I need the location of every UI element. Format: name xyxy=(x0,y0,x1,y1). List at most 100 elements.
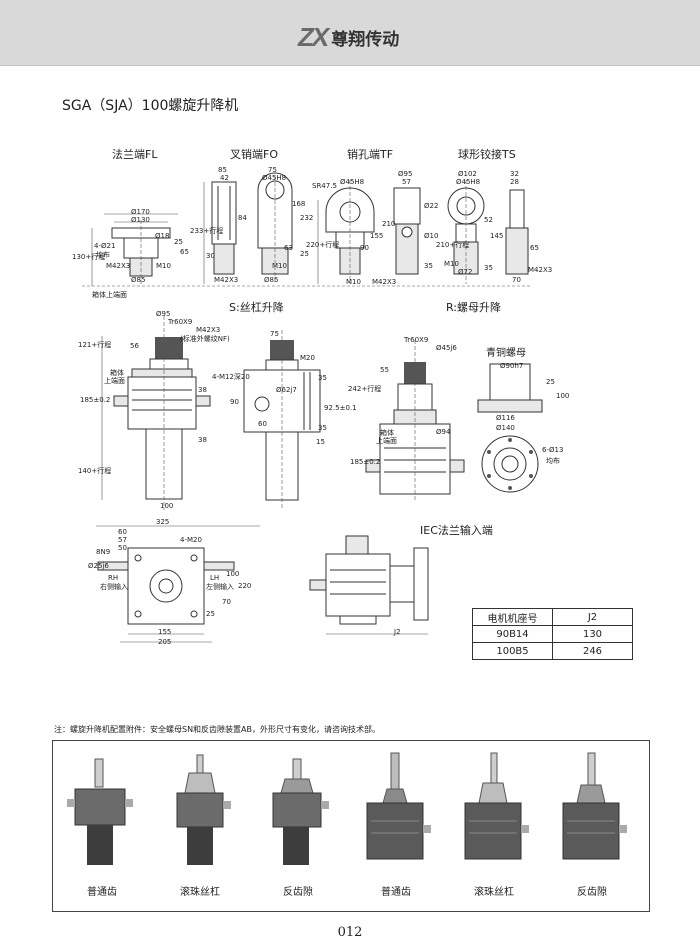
table-header-cell: 电机机座号 xyxy=(472,608,553,626)
dim-b-16: 155 xyxy=(158,628,172,636)
dim-fo-1: 85 xyxy=(218,166,227,174)
dim-ts-8: 210+行程 xyxy=(436,241,470,249)
dim-s-14: 4-M12深20 xyxy=(212,373,250,381)
dim-b-9: 4-M20 xyxy=(180,536,202,544)
dim-r-1: Tr60X9 xyxy=(404,336,429,344)
product-item: 滚珠丝杠 xyxy=(151,741,249,911)
dim-fl-4: 4-Ø21 xyxy=(94,242,116,250)
dim-s-2: Tr60X9 xyxy=(168,318,193,326)
dim-r-15: 均布 xyxy=(546,457,560,465)
table-row: 100B5 246 xyxy=(472,642,633,660)
dim-r-12: Ø116 xyxy=(496,414,515,422)
dim-tf-3: Ø45H8 xyxy=(340,178,365,186)
section-label-fl: 法兰端FL xyxy=(112,148,158,161)
dim-iec-j2: J2 xyxy=(394,628,401,636)
dim-tf-6: 155 xyxy=(370,232,384,240)
dim-s-3: M42X3 xyxy=(196,326,221,334)
drawing-bronze-nut xyxy=(477,363,543,493)
dim-r-11: 100 xyxy=(556,392,570,400)
dim-b-3: 57 xyxy=(118,536,127,544)
dim-fo-12: 232 xyxy=(300,214,314,222)
dim-ts-5: 52 xyxy=(484,216,493,224)
dim-tf-10: M42X3 xyxy=(372,278,397,286)
dim-s-17: Ø62j7 xyxy=(276,386,297,394)
dim-s-16: M20 xyxy=(300,354,315,362)
product-photo xyxy=(67,758,133,865)
dim-s-10: 140+行程 xyxy=(78,467,112,475)
product-caption: 反齿隙 xyxy=(577,887,607,898)
page-header: ZX 尊翔传动 xyxy=(0,0,700,66)
dim-fl-6: M42X3 xyxy=(106,262,131,270)
dim-s-19: 60 xyxy=(258,420,267,428)
dim-ts-3: 32 xyxy=(510,170,519,178)
product-item: 滚珠丝杠 xyxy=(445,741,543,911)
dim-fl-3: Ø85 xyxy=(131,276,146,284)
dim-b-2: 60 xyxy=(118,528,127,536)
dim-r-9: Ø90h7 xyxy=(500,362,524,370)
dim-fo-10: Ø85 xyxy=(264,276,279,284)
dim-s-18: 90 xyxy=(230,398,239,406)
dim-r-14: 6-Ø13 xyxy=(542,446,564,454)
dim-s-8: 上端面 xyxy=(104,377,125,385)
dim-tf-12: Ø10 xyxy=(424,232,439,240)
dim-r-7: Ø94 xyxy=(436,428,451,436)
dim-ts-6: 145 xyxy=(490,232,504,240)
dim-tf-7: 90 xyxy=(360,244,369,252)
dim-s-7: 箱体 xyxy=(110,369,124,377)
dim-s-6: 121+行程 xyxy=(78,341,112,349)
dim-fo-13: 63 xyxy=(284,244,293,252)
dim-tf-13: Ø22 xyxy=(424,202,439,210)
dim-fl-2: Ø130 xyxy=(131,216,150,224)
drawing-r-front xyxy=(365,340,465,500)
dim-b-1: 325 xyxy=(156,518,170,526)
table-cell: 130 xyxy=(552,625,633,643)
dim-b-14: 25 xyxy=(206,610,215,618)
dim-b-17: 205 xyxy=(158,638,172,646)
dim-s-5: 56 xyxy=(130,342,139,350)
dim-r-5: 箱体 xyxy=(380,429,394,437)
dim-fo-9: M10 xyxy=(272,262,287,270)
dim-s-22: 92.5±0.1 xyxy=(324,404,357,412)
drawing-s-front xyxy=(101,316,211,510)
drawing-fl xyxy=(91,213,178,286)
dim-s-13: 100 xyxy=(160,502,174,510)
dim-s-11: 38 xyxy=(198,386,207,394)
product-caption: 普通齿 xyxy=(381,887,411,898)
product-item: 反齿隙 xyxy=(543,741,641,911)
dim-ts-13: 35 xyxy=(484,264,493,272)
dim-fl-1: Ø170 xyxy=(131,208,150,216)
product-photo xyxy=(562,752,627,860)
dim-ts-11: M42X3 xyxy=(528,266,553,274)
dim-s-21: 35 xyxy=(318,424,327,432)
dim-fo-2: 42 xyxy=(220,174,229,182)
section-label-fo: 叉销端FO xyxy=(230,148,278,161)
drawing-s-side xyxy=(243,330,321,508)
dim-fo-14: 25 xyxy=(300,250,309,258)
dim-b-6: Ø25j6 xyxy=(88,562,109,570)
motor-frame-table: 电机机座号 J2 90B14 130 100B5 246 xyxy=(472,608,633,660)
dim-ts-4: 28 xyxy=(510,178,519,186)
dim-tf-5: 210 xyxy=(382,220,396,228)
drawing-bottom-view xyxy=(96,525,260,643)
product-photo xyxy=(272,758,329,865)
dim-b-15: 70 xyxy=(222,598,231,606)
dim-fl-12: 箱体上端面 xyxy=(92,291,127,299)
dim-fl-7: M10 xyxy=(156,262,171,270)
table-cell: 100B5 xyxy=(472,642,553,660)
dim-ts-2: Ø45H8 xyxy=(456,178,481,186)
dim-fl-10: Ø18 xyxy=(155,232,170,240)
dim-fl-11: 130+行程 xyxy=(72,253,106,261)
dim-fo-7: 233+行程 xyxy=(190,227,224,235)
product-photo-panel: 普通齿 滚珠丝杠 反齿隙 普通齿 xyxy=(52,740,650,912)
company-logo: ZX 尊翔传动 xyxy=(298,22,399,53)
dim-s-15: 75 xyxy=(270,330,279,338)
section-label-tf: 销孔端TF xyxy=(347,148,394,161)
dim-tf-1: Ø95 xyxy=(398,170,413,178)
dim-ts-9: M10 xyxy=(444,260,459,268)
drawing-iec xyxy=(309,535,429,635)
dim-b-10: LH xyxy=(210,574,220,582)
dim-b-11: 左侧输入 xyxy=(206,583,234,591)
dim-s-4: (标准外螺纹NF) xyxy=(180,335,230,343)
table-header-row: 电机机座号 J2 xyxy=(472,608,633,626)
dim-b-5: 8N9 xyxy=(96,548,111,556)
